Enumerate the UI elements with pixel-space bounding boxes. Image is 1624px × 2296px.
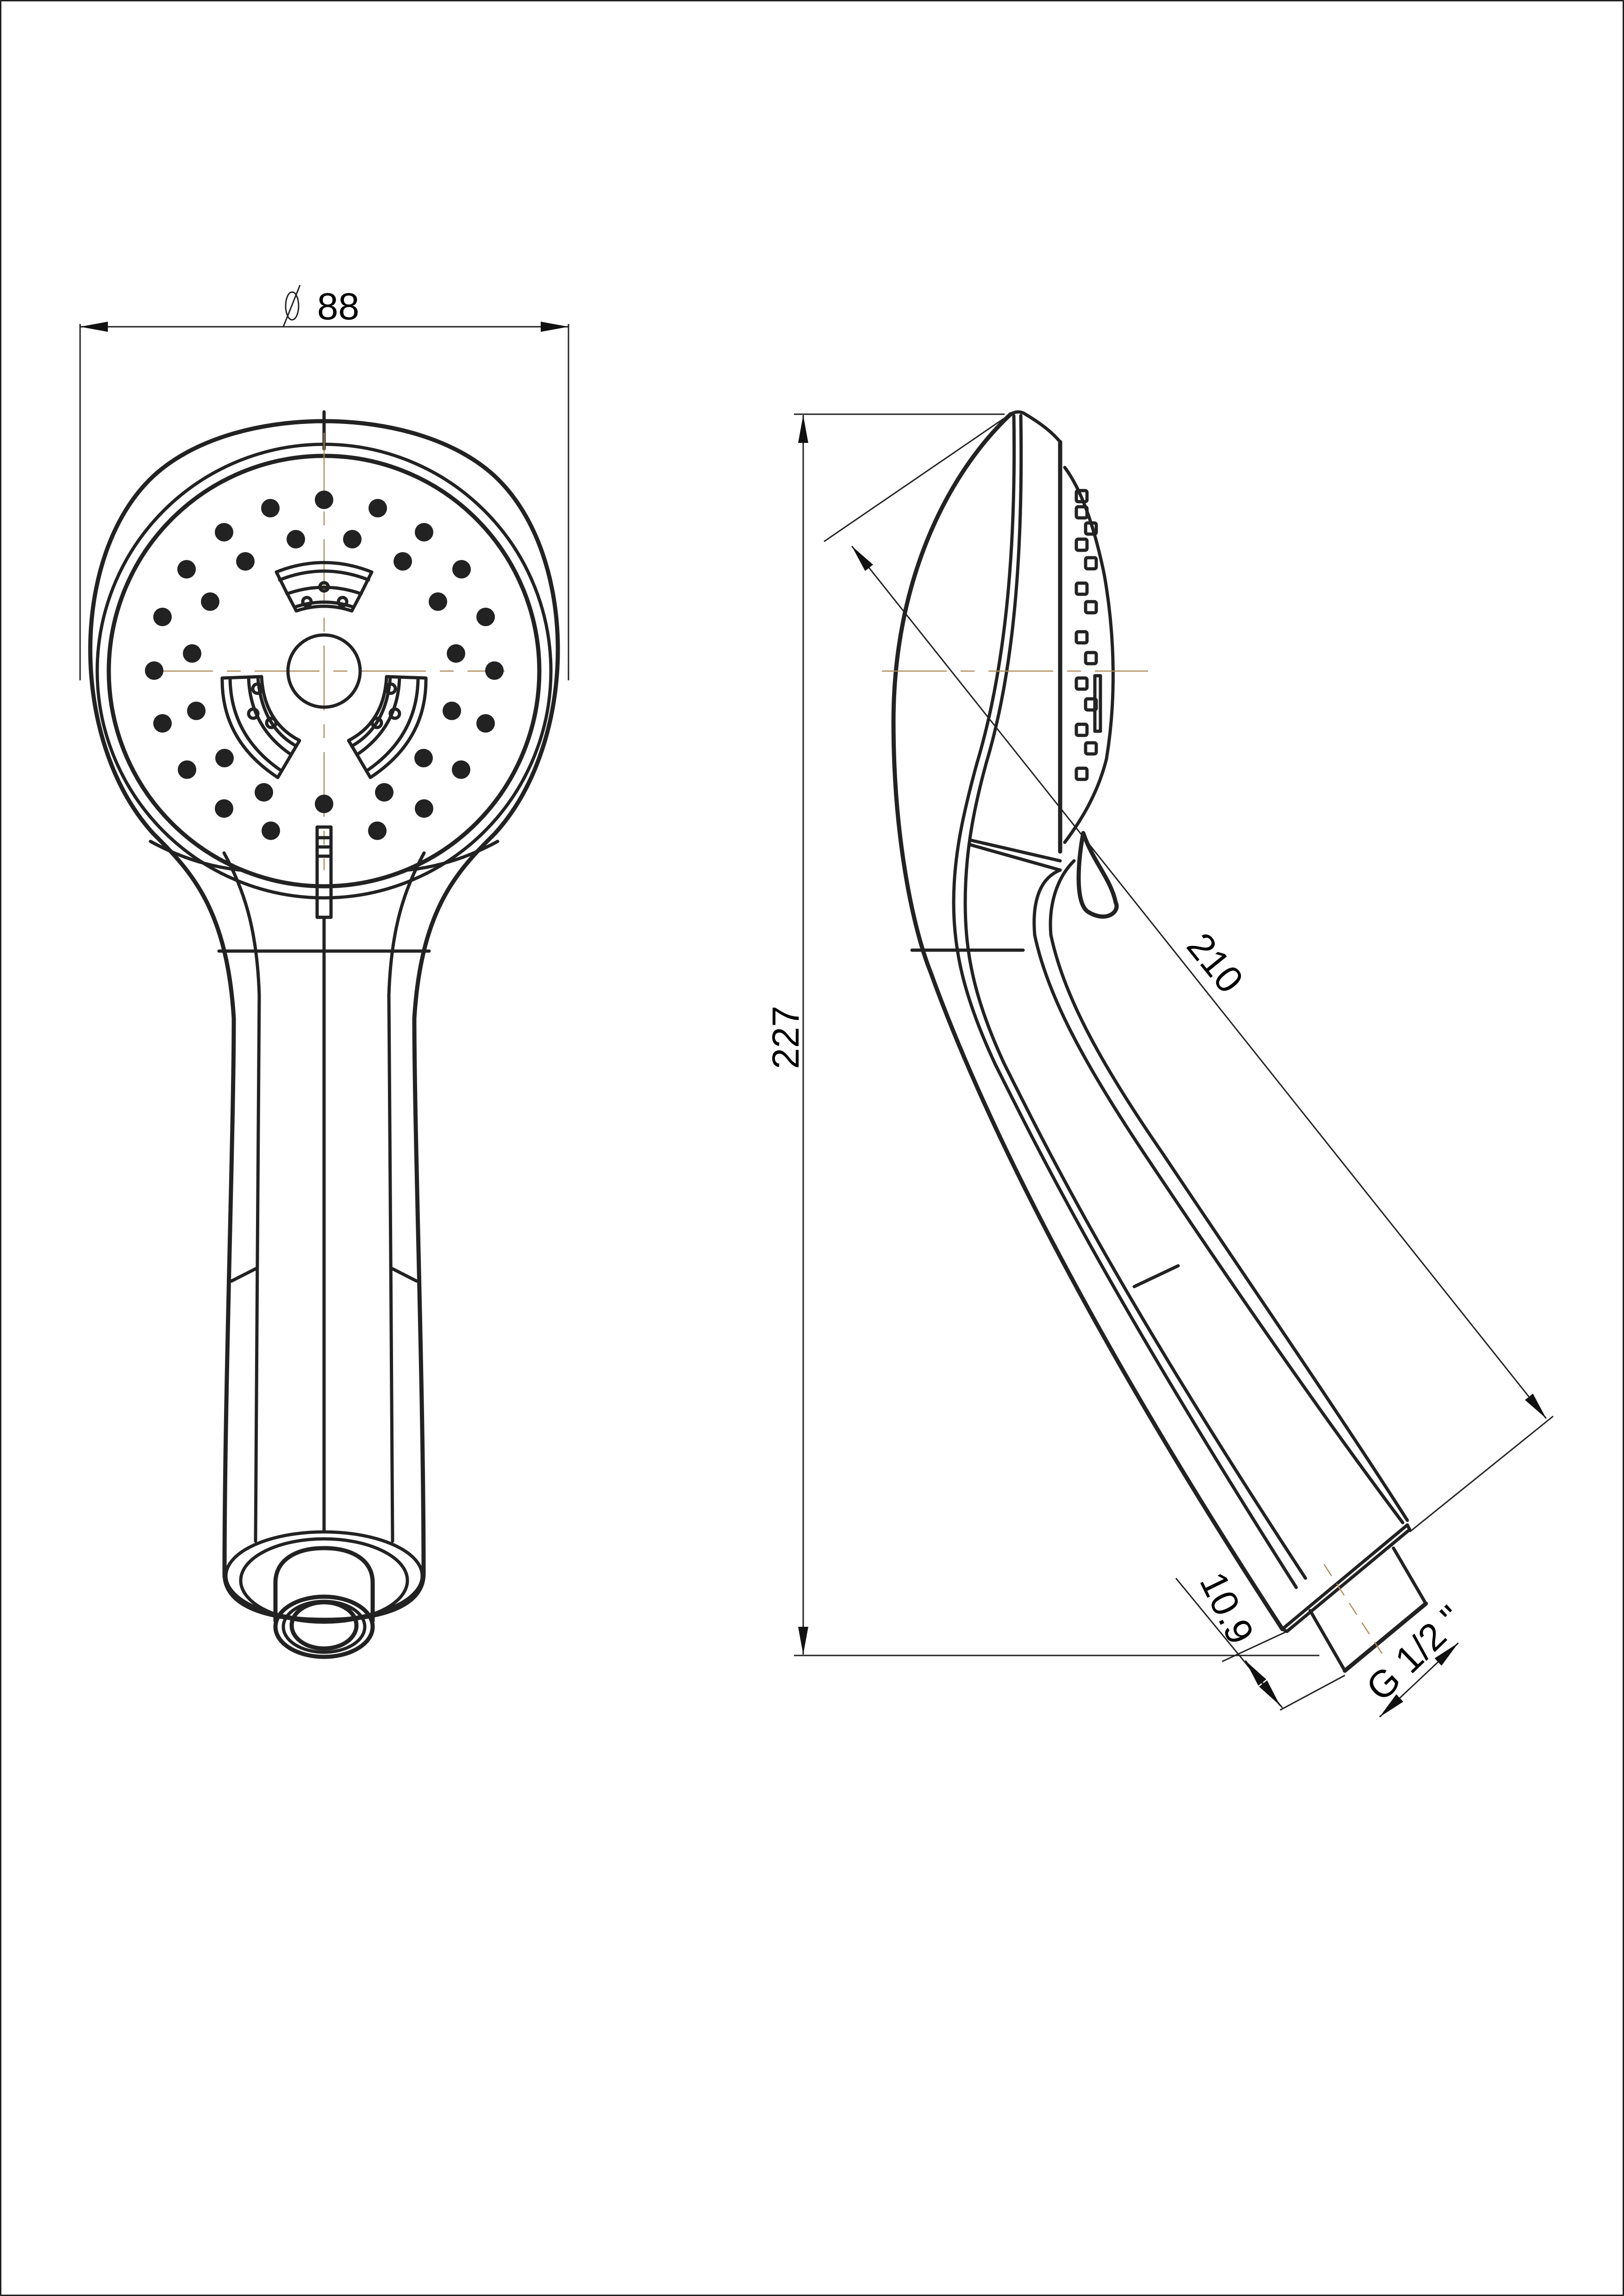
side-selector-loop bbox=[1076, 831, 1119, 919]
length-value: 210 bbox=[1179, 925, 1251, 1001]
thread-length-dimension: 10.9 bbox=[1175, 1566, 1345, 1711]
spray-segment-right bbox=[347, 675, 428, 779]
spray-segment-top bbox=[275, 561, 374, 613]
hose-connector-front bbox=[222, 1530, 426, 1659]
height-dimension: 227 bbox=[765, 413, 1319, 1656]
spray-segment-left bbox=[220, 675, 301, 779]
front-view: 88 bbox=[79, 285, 569, 1659]
diameter-value: 88 bbox=[317, 286, 359, 328]
diameter-dimension: 88 bbox=[79, 285, 569, 680]
hose-connector-side bbox=[1280, 1523, 1428, 1673]
thread-size-dimension: G 1/2 " bbox=[1358, 1598, 1472, 1718]
spray-nozzles bbox=[145, 491, 504, 840]
center-hub bbox=[286, 633, 362, 709]
side-nozzle-tips bbox=[1063, 466, 1115, 844]
diameter-symbol-icon bbox=[285, 291, 300, 321]
side-view: 227 210 bbox=[765, 410, 1554, 1718]
handle-front bbox=[150, 831, 498, 1576]
height-value: 227 bbox=[765, 1006, 807, 1069]
length-dimension: 210 bbox=[824, 412, 1554, 1533]
side-head-outline bbox=[891, 412, 1285, 1631]
